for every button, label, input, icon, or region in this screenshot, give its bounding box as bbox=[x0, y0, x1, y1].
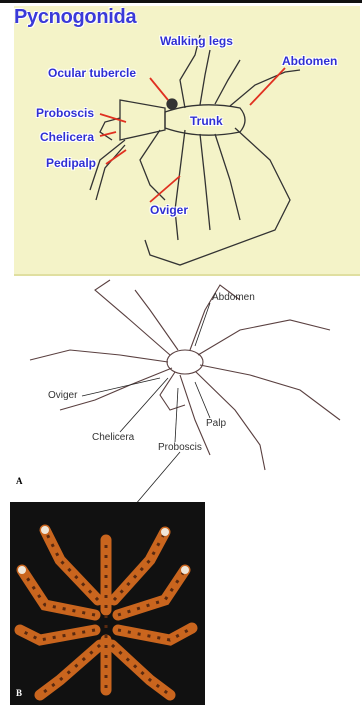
photo-leg bbox=[45, 530, 98, 600]
photo-leg bbox=[118, 628, 192, 640]
panel-letter-b: B bbox=[16, 688, 22, 698]
